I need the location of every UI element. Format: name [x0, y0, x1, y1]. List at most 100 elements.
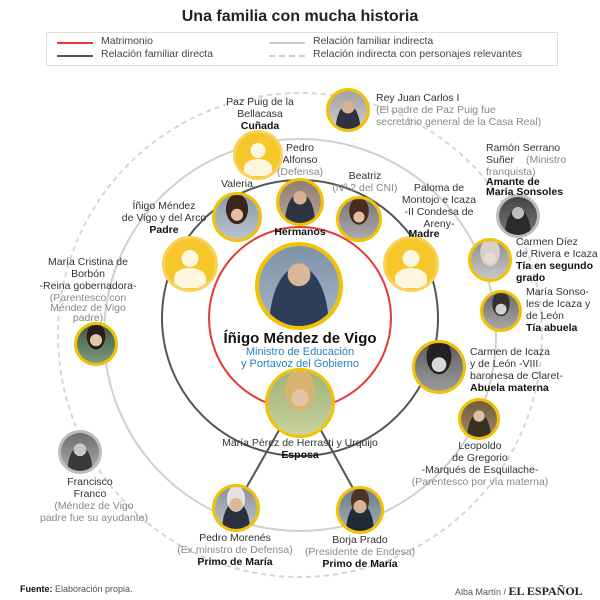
rey-note1: (El padre de Paz Puig fue [376, 104, 496, 116]
morenes-name: Pedro Morenés [199, 532, 271, 544]
paz-puig-avatar [233, 130, 283, 180]
sonsoles-name1: María Sonso- [526, 286, 590, 298]
madre-name2: Montojo e Icaza [401, 194, 477, 206]
legend-directa-line [57, 55, 93, 57]
esquilache-photo [458, 398, 500, 440]
valeria-name: Valeria [221, 178, 253, 190]
beatriz-photo [336, 196, 382, 242]
reina-note3: padre) [72, 312, 104, 324]
morenes-note: (Ex ministro de Defensa) [177, 544, 293, 556]
sonsoles-relation: Tía abuela [526, 322, 578, 334]
sonsoles-name2: les de Icaza y [526, 298, 591, 310]
franco-name2: Franco [73, 488, 107, 500]
serrano-relation2: María Sonsoles [486, 186, 564, 198]
padre-avatar [162, 236, 218, 292]
beatriz-name: Beatriz [348, 170, 382, 182]
legend: Matrimonio Relación familiar directa Rel… [46, 32, 558, 66]
abuela-name3: baronesa de Claret- [470, 370, 563, 382]
franco-note2: padre fue su ayudante) [40, 512, 148, 524]
footer-source-text: Elaboración propia. [55, 584, 133, 594]
morenes-photo [212, 484, 260, 532]
serrano-name2: Suñer [486, 154, 515, 166]
carmen-diez-photo [468, 238, 512, 282]
reina-note1: (Parentesco con [49, 292, 127, 304]
primo-prado-line [317, 424, 356, 493]
hermanos-label: Hermanos [274, 226, 326, 238]
center-person-name: Íñigo Méndez de Vigo [223, 330, 377, 347]
esquilache-name3: -Marqués de Esquilache- [421, 464, 539, 476]
pedro-alfonso-name2: Alfonso [282, 154, 318, 166]
serrano-note2: franquista) [486, 166, 536, 178]
footer-credit: Alba Martín / EL ESPAÑOL [455, 584, 583, 599]
serrano-photo [496, 194, 540, 238]
legend-relevantes-label: Relación indirecta con personajes releva… [313, 48, 522, 60]
padre-name1: Íñigo Méndez [132, 200, 196, 212]
reina-photo [74, 322, 118, 366]
esquilache-name1: Leopoldo [458, 440, 502, 452]
paz-puig-name1: Paz Puig de la [226, 96, 294, 108]
rey-name: Rey Juan Carlos I [376, 92, 460, 104]
carmen-diez-relation2: grado [516, 272, 546, 284]
paz-puig-relation: Cuñada [240, 120, 280, 132]
footer-source: Fuente: Elaboración propia. [20, 584, 133, 594]
serrano-relation1: Amante de [486, 176, 540, 188]
madre-relation: Madre [408, 228, 440, 240]
abuela-name2: y de León -VIII [470, 358, 539, 370]
abuela-name1: Carmen de Icaza [470, 346, 550, 358]
legend-relevantes-line [269, 55, 305, 57]
paz-puig-name2: Bellacasa [237, 108, 283, 120]
sonsoles-name3: de León [526, 310, 564, 322]
primo-morenes-line [244, 424, 283, 491]
esposa-name: María Pérez de Herrasti y Urquijo [222, 437, 378, 449]
legend-matrimonio-line [57, 42, 93, 44]
valeria-photo [212, 192, 262, 242]
legend-indirecta-line [269, 42, 305, 44]
serrano-name1: Ramón Serrano [486, 142, 561, 154]
prado-note: (Presidente de Endesa) [304, 546, 416, 558]
legend-indirecta-label: Relación familiar indirecta [313, 35, 434, 47]
beatriz-note: (Nº 2 del CNI) [332, 182, 398, 194]
center-person-role1: Ministro de Educación [245, 346, 355, 358]
center-person-role2: y Portavoz del Gobierno [240, 358, 359, 370]
outer-relevantes-ring [57, 92, 543, 578]
prado-photo [336, 486, 384, 534]
pedro-alfonso-name1: Pedro [285, 142, 315, 154]
pedro-alfonso-photo [276, 178, 324, 226]
carmen-diez-relation1: Tía en segundo [516, 260, 594, 272]
abuela-relation: Abuela materna [470, 382, 549, 394]
prado-relation: Primo de María [322, 558, 398, 570]
rey-juan-carlos-photo [326, 88, 370, 132]
madre-name1: Paloma de [413, 182, 465, 194]
prado-name: Borja Prado [332, 534, 388, 546]
franco-name1: Francisco [67, 476, 113, 488]
reina-name3: -Reina gobernadora- [39, 280, 137, 292]
esquilache-note: (Parentesco por vía materna) [411, 476, 549, 488]
padre-relation: Padre [149, 224, 179, 236]
morenes-relation: Primo de María [197, 556, 273, 568]
carmen-diez-name2: de Rivera e Icaza [516, 248, 598, 260]
carmen-diez-name1: Carmen Díez [516, 236, 578, 248]
esposa-photo [265, 368, 335, 438]
legend-matrimonio-label: Matrimonio [101, 35, 153, 47]
reina-note2: Méndez de Vigo [50, 302, 126, 314]
abuela-photo [412, 340, 466, 394]
diagram-title: Una familia con mucha historia [181, 8, 419, 25]
pedro-alfonso-note: (Defensa) [276, 166, 324, 178]
esquilache-name2: de Gregorio [452, 452, 508, 464]
rey-note2: secretario general de la Casa Real) [376, 116, 542, 128]
franco-note1: (Méndez de Vigo [54, 500, 134, 512]
franco-photo [58, 430, 102, 474]
madre-avatar [383, 236, 439, 292]
reina-name2: Borbón [71, 268, 105, 280]
footer-author: Alba Martín / [455, 587, 507, 597]
center-person-photo [255, 242, 343, 330]
legend-directa-label: Relación familiar directa [101, 48, 214, 60]
sonsoles-photo [480, 290, 522, 332]
madre-name4: Areny- [423, 218, 455, 230]
serrano-note1: (Ministro [526, 154, 567, 166]
footer-source-label: Fuente: [20, 584, 53, 594]
footer-brand-logo: EL ESPAÑOL [508, 584, 583, 598]
madre-name3: -II Condesa de [404, 206, 474, 218]
